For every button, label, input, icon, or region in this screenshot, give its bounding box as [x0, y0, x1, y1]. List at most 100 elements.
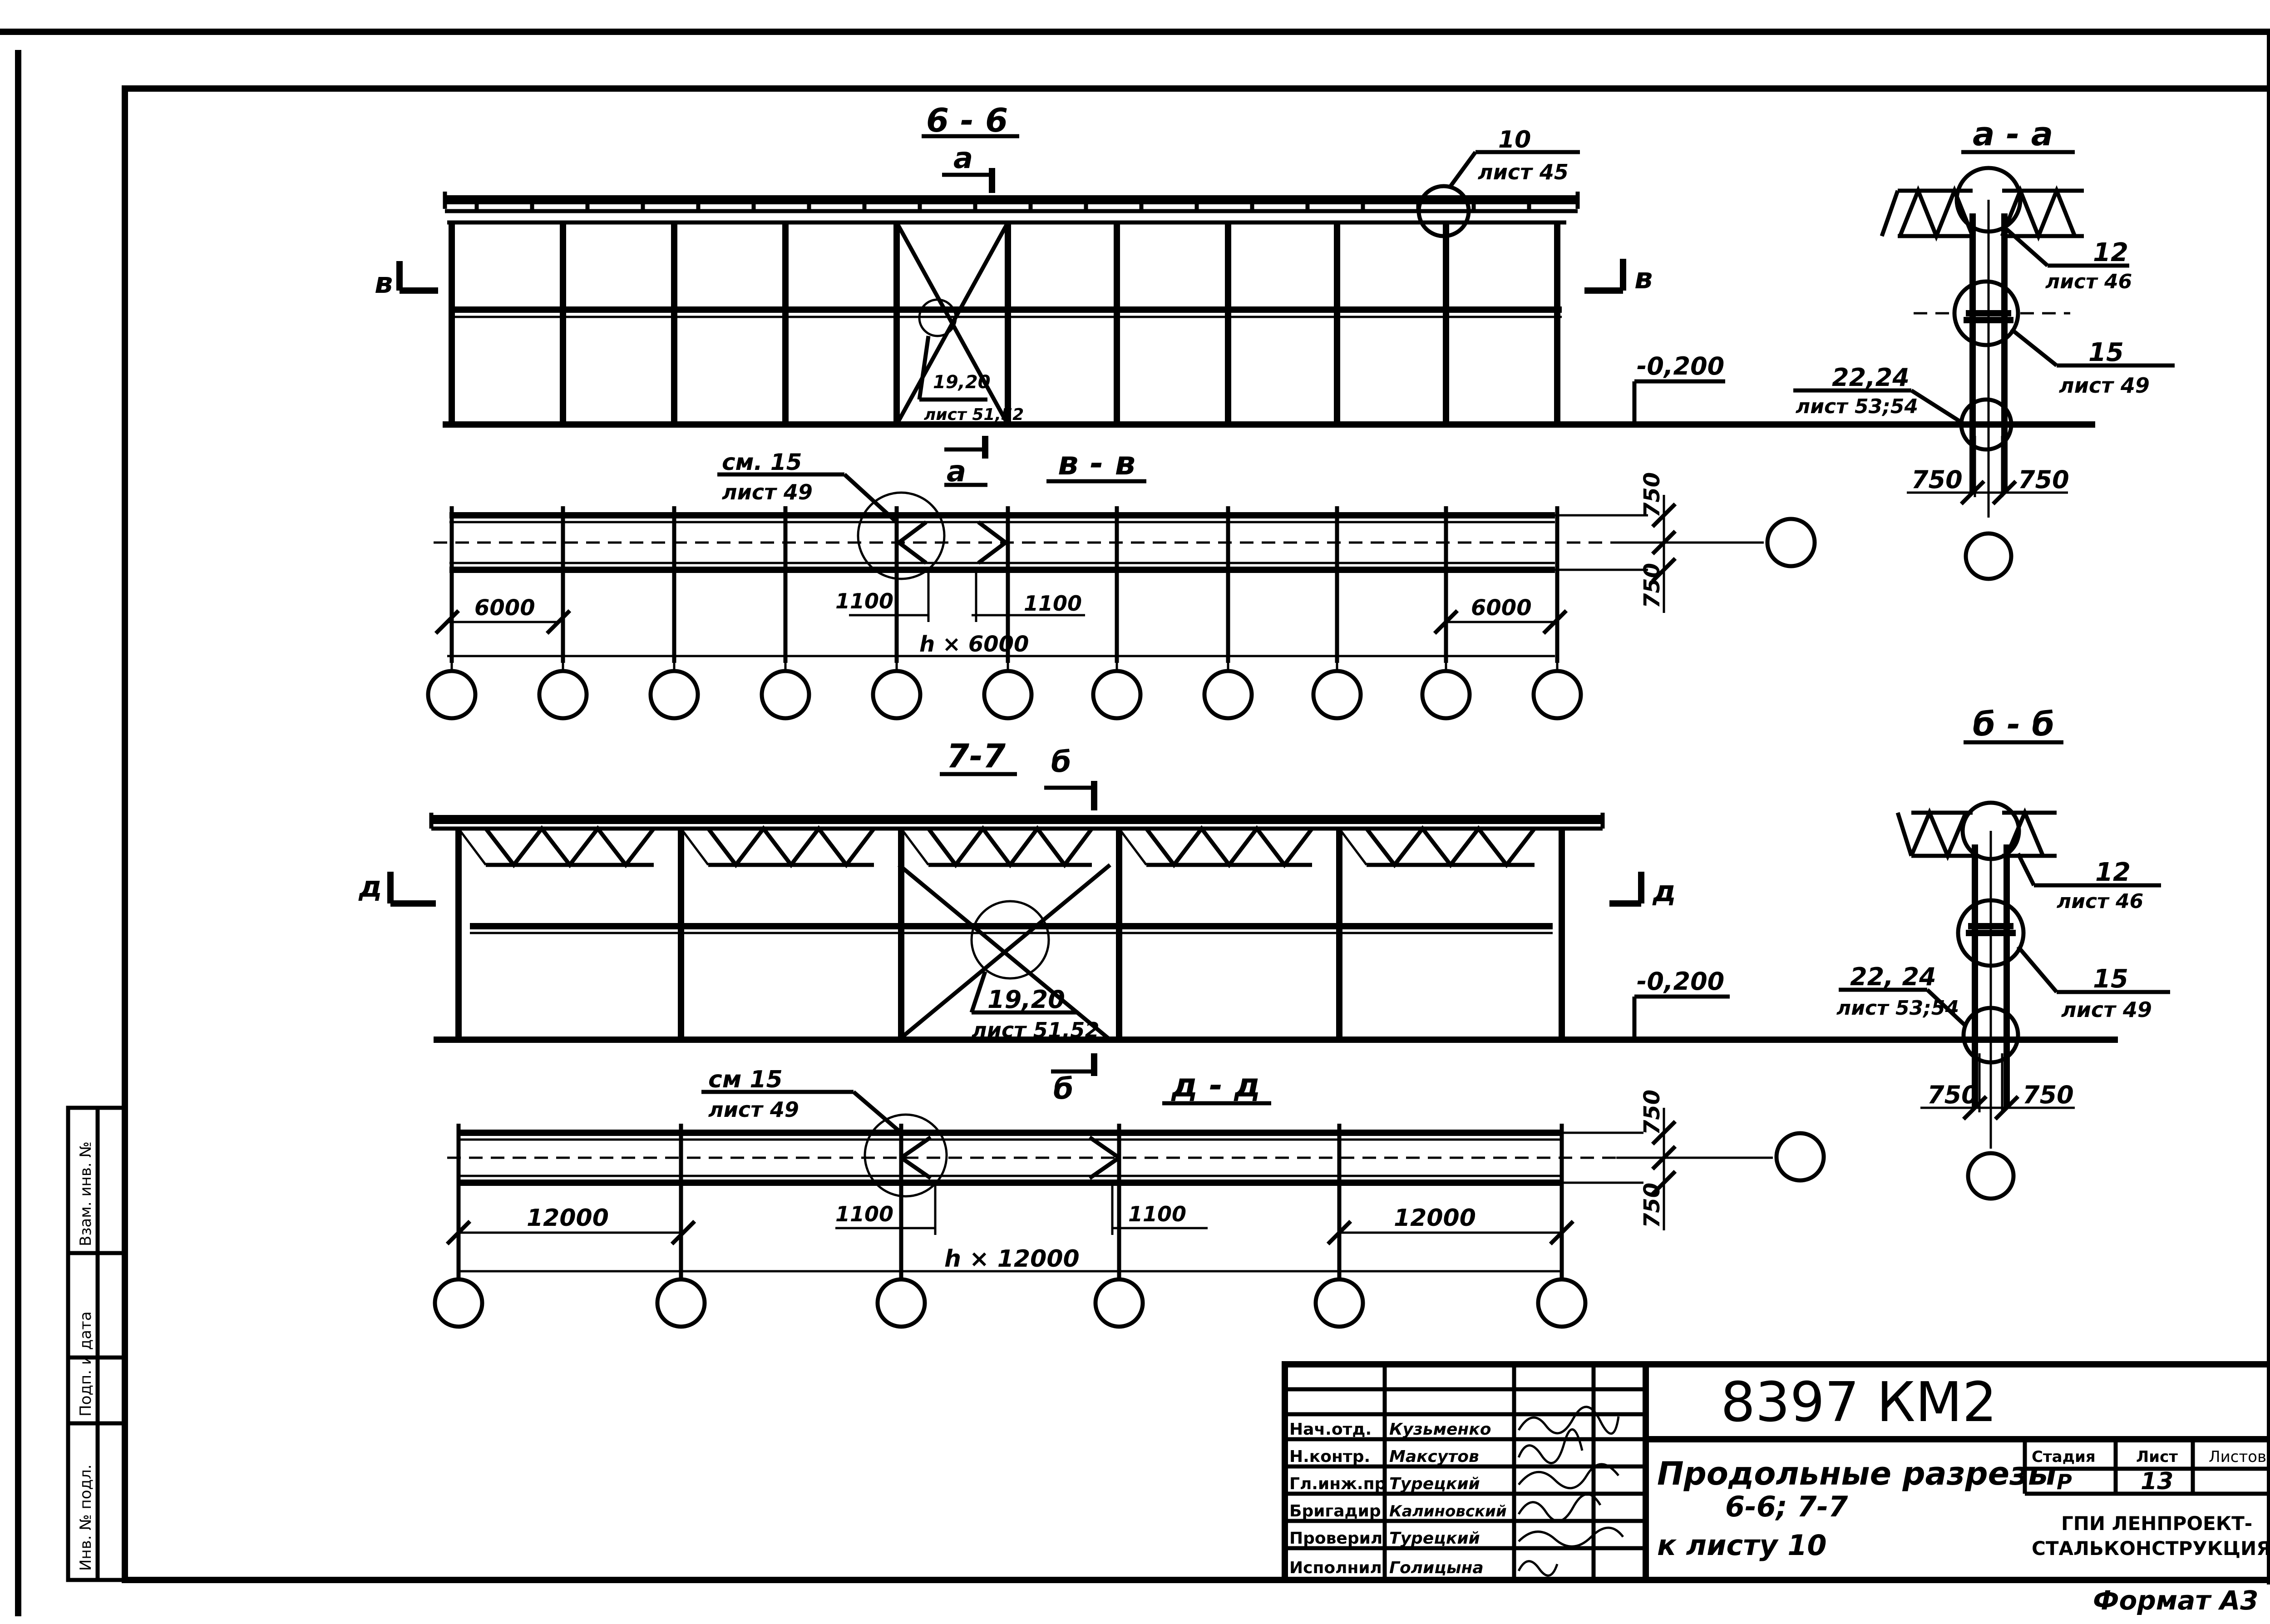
section-a-c15-num: 15: [2088, 338, 2124, 367]
title-line-1: Продольные разрезы: [1657, 1455, 2057, 1492]
grid-bubble: [1313, 1277, 1365, 1329]
section-7-7: 7-7 б 19,20 лист 51,52 б д д: [358, 737, 2118, 1106]
section-6-title: 6 - 6: [926, 101, 1008, 139]
plan-d-dim-1100-left: 1100: [835, 1202, 893, 1226]
truss-end: [1118, 828, 1147, 866]
grid-bubble: [1531, 669, 1583, 721]
plan-d-title: д - д: [1171, 1066, 1260, 1104]
grid-bubble: [871, 669, 923, 721]
truss-web: [927, 825, 1094, 869]
plan-d-dim-total: h × 12000: [944, 1245, 1080, 1273]
truss-end: [1338, 828, 1367, 866]
section-b-c22-ref: лист 53;54: [1836, 997, 1959, 1020]
grid-bubble: [1311, 669, 1363, 721]
section-b-title: б - б: [1973, 705, 2055, 743]
grid-bubble: [1536, 1277, 1588, 1329]
title-line-3: к листу 10: [1657, 1529, 1826, 1562]
grid-bubble: [655, 1277, 707, 1329]
plan-d-dim-right: 12000: [1394, 1204, 1476, 1232]
row-name: Турецкий: [1389, 1529, 1480, 1548]
sheets-header: Листов: [2209, 1448, 2266, 1466]
plan-b-dim-1100-left: 1100: [835, 589, 893, 613]
callout-19-ref-6: лист 51,52: [924, 405, 1024, 424]
section-a-c12-ref: лист 46: [2045, 270, 2132, 293]
grid-bubble: [875, 1277, 927, 1329]
sheet-header: Лист: [2136, 1448, 2178, 1466]
side-stamp: Инв. № подл. Подп. и дата Взам. инв. №: [66, 1106, 127, 1582]
plan-b-dim-right: 6000: [1471, 595, 1532, 621]
section-b-dim-right: 750: [2023, 1081, 2074, 1109]
plan-d-dim-1100-right: 1100: [1128, 1202, 1186, 1226]
section-a-title: а - а: [1973, 115, 2053, 153]
grid-bubble: [982, 669, 1034, 721]
plan-b-dim-v-top: 750: [1639, 472, 1665, 518]
plan-b-dim-total: h × 6000: [919, 632, 1029, 657]
signatures: [1517, 1406, 1624, 1577]
section-b-c22-num: 22, 24: [1850, 963, 1936, 991]
cut-b-right-label: в: [1634, 262, 1653, 296]
section-a-dim-left: 750: [1911, 465, 1963, 494]
org-line-2: СТАЛЬКОНСТРУКЦИЯ: [2032, 1537, 2270, 1560]
row-name: Максутов: [1389, 1447, 1479, 1466]
stage-header: Стадия: [2032, 1448, 2096, 1466]
row-role: Н.контр.: [1289, 1447, 1370, 1466]
plan-d-dim-v-bottom: 750: [1639, 1183, 1665, 1228]
plan-d-dim-v-top: 750: [1639, 1090, 1665, 1135]
cut-b-bottom-label: б: [1053, 1072, 1074, 1106]
plan-d-callout-num: см 15: [708, 1066, 783, 1093]
plan-b-dim-left: 6000: [474, 595, 535, 621]
callout-10-num: 10: [1498, 126, 1531, 153]
sheet-frame: 26 Формат А3: [0, 29, 2270, 1616]
stage-value: Р: [2057, 1470, 2072, 1494]
truss-end: [458, 828, 487, 866]
section-b-c15-num: 15: [2093, 964, 2128, 994]
section-a-c12-num: 12: [2093, 238, 2128, 267]
plan-d-dim-left: 12000: [527, 1204, 609, 1232]
section-b-b: б - б 12 лист 46 15 лист 49 22, 24 лист …: [1836, 705, 2170, 1201]
truss-web: [1145, 825, 1314, 869]
stamp-inv: Инв. № подл.: [77, 1464, 95, 1571]
cut-b-left-label: в: [375, 267, 393, 300]
plan-d-callout-ref: лист 49: [708, 1097, 799, 1122]
section-7-title: 7-7: [947, 737, 1006, 775]
stamp-sign: Подп. и дата: [77, 1311, 95, 1417]
grid-bubble: [1202, 669, 1254, 721]
truss-web: [484, 825, 656, 869]
truss-end: [680, 828, 709, 866]
title-rows: Нач.отд. Кузьменко Н.контр. Максутов Гл.…: [1289, 1420, 1507, 1577]
section-a-c22-num: 22,24: [1832, 363, 1910, 392]
plan-b-dim-v-bottom: 750: [1639, 563, 1665, 608]
section-b-dim-left: 750: [1927, 1081, 1979, 1109]
section-a-c15-ref: лист 49: [2059, 373, 2150, 398]
grid-bubble: [1420, 669, 1472, 721]
callout-19-ref-7: лист 51,52: [972, 1018, 1099, 1042]
truss-web: [1365, 825, 1536, 869]
cut-d-right-label: д: [1652, 875, 1676, 908]
truss-web: [706, 825, 876, 869]
row-role: Гл.инж.пр: [1289, 1475, 1386, 1493]
grid-bubble: [426, 669, 478, 721]
callout-10-ref: лист 45: [1478, 160, 1569, 184]
callout-19-num-6: 19,20: [933, 372, 991, 393]
title-line-2: 6-6; 7-7: [1725, 1490, 1848, 1523]
grid-bubble: [433, 1277, 484, 1329]
row-name: Турецкий: [1389, 1475, 1480, 1493]
callout-19-num-7: 19,20: [987, 985, 1065, 1014]
plan-b-callout-num: см. 15: [722, 449, 802, 475]
grid-bubble: [1091, 669, 1143, 721]
grid-bubble: [648, 669, 700, 721]
cut-b-top-label: б: [1051, 745, 1071, 779]
row-role: Нач.отд.: [1289, 1420, 1372, 1439]
grid-bubble: [1093, 1277, 1145, 1329]
section-6-6: 6 - 6 a 10 лист 45 19,20: [375, 101, 2095, 489]
section-a-dim-right: 750: [2018, 465, 2069, 494]
row-role: Исполнил: [1289, 1559, 1382, 1577]
format-label: Формат А3: [2093, 1585, 2258, 1616]
plan-b-title: в - в: [1058, 444, 1135, 482]
cut-a-top-label: a: [953, 142, 973, 175]
grid-bubble: [760, 669, 811, 721]
stamp-repl: Взам. инв. №: [77, 1141, 95, 1246]
row-name: Калиновский: [1389, 1502, 1507, 1520]
row-role: Проверил: [1289, 1529, 1382, 1548]
